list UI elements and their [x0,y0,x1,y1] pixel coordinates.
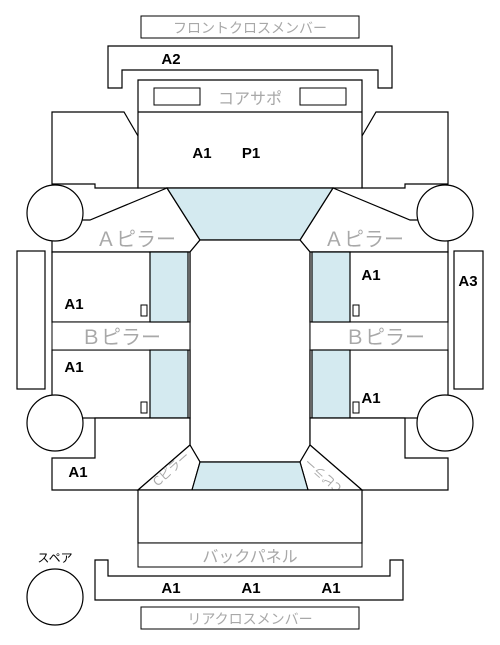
right-b-pillar-label: Ｂピラー [345,325,425,349]
right-rocker-panel[interactable] [453,250,484,390]
right-front-door-handle[interactable] [352,304,360,317]
rear-right-code: A1 [321,580,340,597]
right-front-door-code: A1 [361,267,380,284]
rear-cross-member-box[interactable] [140,606,360,630]
trunk-lid[interactable] [137,489,363,544]
rear-window[interactable] [191,461,309,491]
left-rear-door-code: A1 [64,359,83,376]
front-left-wheel[interactable] [26,184,84,242]
left-rear-quarter-code: A1 [68,464,87,481]
left-front-fender[interactable] [51,111,139,189]
left-headlight-box[interactable] [153,87,201,106]
front-cross-member-label: フロントクロスメンバー [173,21,327,37]
right-rear-door-code: A1 [361,390,380,407]
core-support-label: コアサポ [218,89,282,108]
left-rocker-panel[interactable] [16,250,46,390]
rear-cross-member-label: リアクロスメンバー [187,612,312,628]
roof-panel[interactable] [189,239,311,463]
rear-left-code: A1 [161,580,180,597]
right-a-pillar-label: Ａピラー [324,227,404,251]
right-headlight-box[interactable] [299,87,347,106]
front-cross-member-box[interactable] [140,15,360,39]
front-right-wheel[interactable] [416,184,474,242]
left-b-pillar-label: Ｂピラー [81,325,161,349]
spare-label: スペア [37,551,72,565]
right-rear-window[interactable] [311,349,351,419]
right-b-pillar[interactable] [309,321,449,351]
left-rear-door-handle[interactable] [140,401,148,414]
rear-bumper-bracket[interactable] [94,559,404,601]
rear-left-wheel[interactable] [26,394,84,452]
spare-tire[interactable] [26,568,84,626]
back-panel-label: バックパネル [202,547,297,566]
right-front-window[interactable] [311,251,351,323]
left-rear-window[interactable] [149,349,189,419]
front-member-code: A2 [161,51,180,68]
left-b-pillar[interactable] [51,321,191,351]
front-bumper-bracket[interactable] [107,45,393,89]
left-front-window[interactable] [149,251,189,323]
front-a-code: A1 [192,145,211,162]
right-rear-door-handle[interactable] [352,401,360,414]
back-panel-box[interactable] [137,542,363,568]
front-p-code: P1 [242,145,260,162]
left-front-door-handle[interactable] [140,304,148,317]
left-a-pillar-label: Ａピラー [96,227,176,251]
right-front-fender[interactable] [361,111,449,189]
rear-right-wheel[interactable] [416,394,474,452]
left-front-door-code: A1 [64,296,83,313]
rear-center-code: A1 [241,580,260,597]
right-side-code: A3 [458,273,477,290]
